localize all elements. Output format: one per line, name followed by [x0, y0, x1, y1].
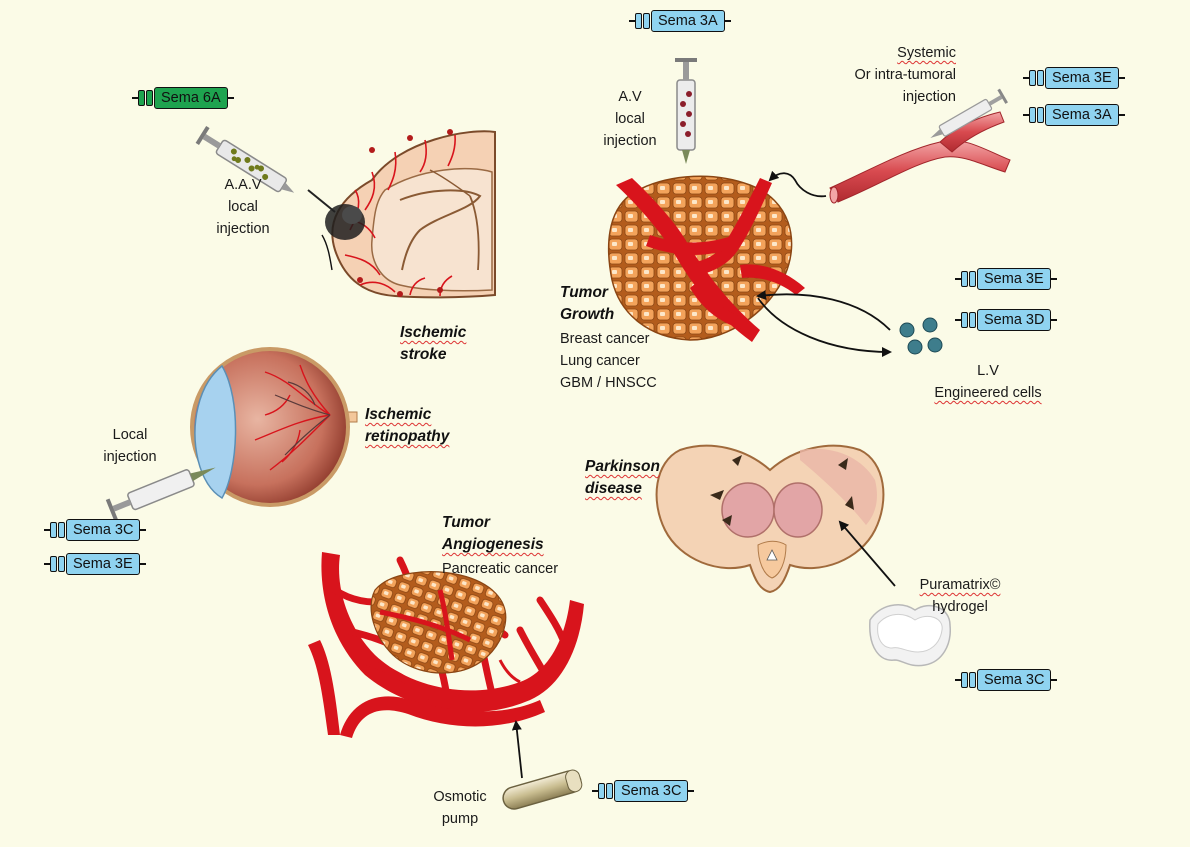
- brain-section-illustration: [308, 129, 495, 297]
- engineered-cells-icon: [900, 318, 942, 354]
- sema-3d-tag: Sema 3D: [955, 308, 1057, 332]
- arrow: [758, 294, 890, 330]
- puramatrix-hydrogel-label: Puramatrix©hydrogel: [905, 574, 1015, 618]
- osmotic-pump-icon: [501, 768, 584, 811]
- arrow: [758, 298, 890, 352]
- sema-3c-tag: Sema 3C: [955, 668, 1057, 692]
- sema-3e-tag: Sema 3E: [955, 267, 1057, 291]
- sema-3a-tag: Sema 3A: [1023, 103, 1125, 127]
- sema-3e-tag: Sema 3E: [1023, 66, 1125, 90]
- sema-3a-tag: Sema 3A: [629, 9, 731, 33]
- sema-3c-tag: Sema 3C: [592, 779, 694, 803]
- arrow: [770, 173, 826, 196]
- pancreatic-cancer-label: Pancreatic cancer: [442, 558, 558, 580]
- blood-vessel-illustration: [830, 112, 1010, 203]
- sema-3e-tag: Sema 3E: [44, 552, 146, 576]
- brain-section-illustration: [657, 446, 884, 592]
- sema-6a-tag: Sema 6A: [132, 86, 234, 110]
- sema-3c-tag: Sema 3C: [44, 518, 146, 542]
- arrow: [516, 722, 522, 778]
- eye-illustration: [192, 349, 357, 505]
- syringe-icon: [675, 58, 697, 164]
